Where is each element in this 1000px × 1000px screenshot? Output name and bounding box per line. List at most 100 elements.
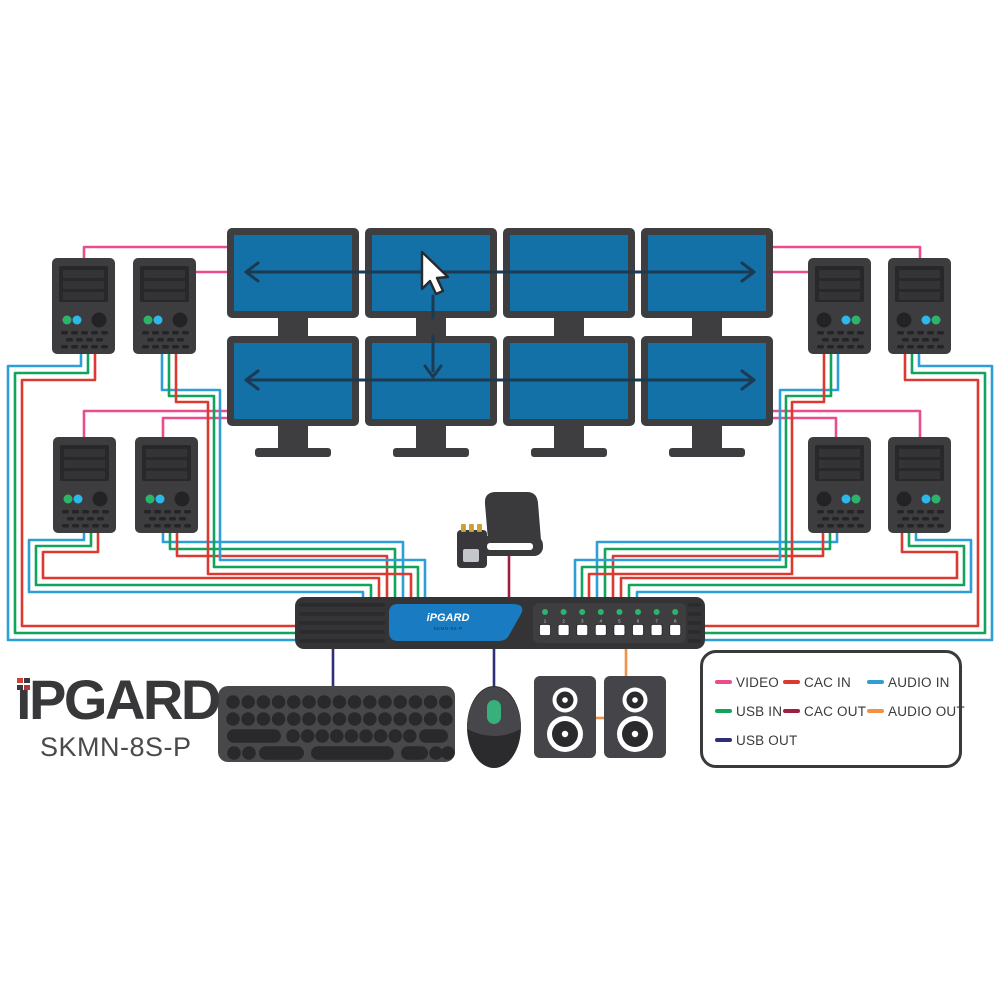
monitor-stand-base: [393, 448, 469, 457]
cable-cac-in: [705, 350, 980, 628]
power-button: [896, 312, 912, 328]
activity-led-cyan: [155, 494, 165, 504]
power-led-green: [63, 494, 73, 504]
cable-audio-in: [635, 529, 973, 598]
cable-audio-in: [595, 529, 839, 598]
keyboard: [218, 686, 455, 762]
legend-swatch-cac-in: [783, 680, 800, 684]
cable-usb-in: [34, 529, 373, 598]
kvm-port-button: [539, 624, 551, 636]
arrow-head-left-icon: [244, 261, 260, 283]
spacebar-key: [311, 746, 394, 760]
legend-swatch-usb-in: [715, 709, 732, 713]
monitor-stand-neck: [554, 318, 584, 340]
monitor-stand-neck: [554, 426, 584, 450]
arrow-head-left-icon: [244, 369, 260, 391]
kvm-port-button: [576, 624, 589, 636]
cable-audio-in: [705, 350, 994, 642]
cable-cac-in: [20, 350, 295, 628]
computer-tower: [808, 437, 871, 533]
computer-tower: [888, 258, 951, 354]
kvm-port-led: [597, 609, 604, 615]
legend-label: USB IN: [736, 703, 783, 719]
kvm-port-number: 5: [618, 618, 621, 623]
cable-video: [82, 409, 227, 441]
kvm-port-button: [557, 624, 570, 636]
legend-item-audio-out: AUDIO OUT: [867, 697, 965, 726]
legend-label: VIDEO: [736, 674, 780, 690]
mouse-cursor-icon: [420, 250, 450, 296]
kvm-brand-text: iPGARD: [427, 612, 470, 624]
card-contact-pin: [469, 524, 474, 532]
legend-label: AUDIO OUT: [888, 703, 965, 719]
cable-cac-in: [175, 529, 389, 598]
cable-usb-in: [705, 350, 987, 635]
mouse: [467, 686, 521, 768]
computer-tower: [808, 258, 871, 354]
power-led-green: [931, 494, 941, 504]
power-led-green: [143, 315, 153, 325]
monitor-stand-neck: [692, 426, 722, 450]
power-button: [816, 312, 832, 328]
computer-tower: [53, 437, 116, 533]
monitor-stand-base: [669, 448, 745, 457]
power-button: [174, 491, 190, 507]
cable-video: [773, 416, 838, 441]
cable-audio-in: [6, 350, 295, 642]
cable-cac-in: [587, 350, 826, 598]
activity-led-cyan: [73, 494, 83, 504]
kvm-model-text: SKMN-8S-P: [433, 626, 462, 631]
power-button: [172, 312, 188, 328]
cable-video: [82, 245, 227, 262]
kvm-port-button: [669, 624, 682, 636]
legend-swatch-usb-out: [715, 738, 732, 742]
power-led-green: [62, 315, 72, 325]
cable-cac-in: [174, 350, 413, 598]
monitor-stand-neck: [416, 318, 446, 340]
kvm-port-led: [542, 609, 548, 615]
cable-cac-in: [41, 529, 381, 598]
kvm-port-button: [594, 624, 607, 636]
monitor-stand-neck: [278, 318, 308, 340]
cable-cac-in: [611, 529, 825, 598]
legend-label: CAC IN: [804, 674, 851, 690]
computer-tower: [133, 258, 196, 354]
kvm-port-number: 1: [544, 618, 547, 623]
legend-swatch-audio-out: [867, 709, 884, 713]
monitor-stand-base: [531, 448, 607, 457]
arrow-head-right-icon: [740, 261, 756, 283]
kvm-port-number: 2: [562, 618, 565, 623]
kvm-port-led: [635, 609, 641, 615]
power-button: [816, 491, 832, 507]
cables: [6, 245, 994, 720]
kvm-port-led: [579, 609, 586, 615]
kvm-label-plate: [389, 604, 523, 641]
power-led-green: [851, 494, 861, 504]
legend-item-usb-in: USB IN: [715, 697, 783, 726]
arrow-head-down-icon: [423, 364, 443, 379]
card-slot: [487, 543, 533, 550]
arrow-head-right-icon: [740, 369, 756, 391]
power-button: [92, 491, 108, 507]
cable-video: [773, 245, 922, 262]
card-contact-pin: [461, 524, 466, 532]
card-contact-pin: [477, 524, 482, 532]
model-number-text: SKMN-8S-P: [40, 732, 192, 762]
monitor-wall: [227, 228, 773, 457]
cable-cac-in: [619, 529, 959, 598]
computer-tower: [135, 437, 198, 533]
legend-item-video: VIDEO: [715, 668, 783, 697]
legend-swatch-video: [715, 680, 732, 684]
legend-item-audio-in: AUDIO IN: [867, 668, 961, 697]
activity-led-cyan: [841, 315, 851, 325]
cable-video: [161, 416, 227, 441]
computer-tower: [52, 258, 115, 354]
cable-usb-in: [580, 350, 833, 598]
kvm-port-number: 6: [637, 618, 640, 623]
cable-audio-in: [27, 529, 365, 598]
speaker: [604, 676, 666, 758]
cable-usb-in: [603, 529, 832, 598]
